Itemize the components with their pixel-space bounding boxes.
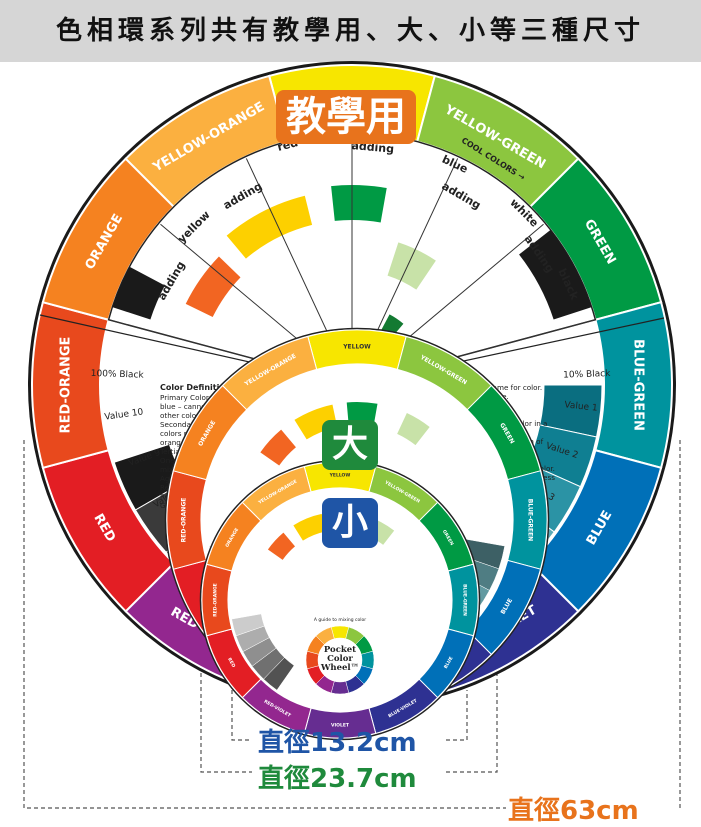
large-wheel-mix-swatch (397, 413, 430, 446)
large-badge: 大 (322, 420, 378, 470)
teaching-segment-label: BLUE-GREEN (631, 339, 646, 431)
large-wheel-segment-label: BLUE-GREEN (527, 499, 534, 541)
large-wheel-mix-swatch (260, 429, 296, 466)
page-title: 色相環系列共有教學用、大、小等三種尺寸 (55, 16, 645, 46)
dimension-guides (23, 440, 681, 809)
large-wheel-segment-label: RED-ORANGE (181, 498, 188, 543)
teaching-segment-label: RED-ORANGE (59, 337, 74, 434)
small-center-title: Wheel™ (320, 663, 359, 673)
definitions-title: Color Definitions: (160, 383, 239, 392)
teaching-badge: 教學用 (276, 90, 416, 144)
small-center-title: Pocket (324, 645, 356, 655)
small-wheel-mix-swatch (267, 532, 296, 560)
black-band-left (112, 266, 165, 320)
small-wheel-segment-label: YELLOW (329, 473, 351, 479)
value-label: Value 1 (564, 400, 598, 413)
small-center-disc (318, 638, 362, 682)
small-wheel-segment-label: RED (226, 657, 236, 669)
large-dimension-line-right (446, 610, 498, 773)
small-center-guide: A guide to mixing color (314, 617, 366, 623)
small-wheel-value (231, 613, 265, 637)
large-dimension-line (200, 610, 252, 773)
definition-line: other colors. (160, 411, 205, 420)
mix-swatch (387, 242, 436, 290)
teaching-diameter-label: 直徑63cm (508, 796, 639, 826)
large-wheel-segment-label: YELLOW (342, 344, 371, 351)
header-bar: 色相環系列共有教學用、大、小等三種尺寸 (0, 0, 701, 62)
small-diameter-label: 直徑13.2cm (258, 728, 417, 758)
mix-swatch (226, 195, 313, 259)
small-wheel-mix-swatch (293, 513, 326, 541)
small-wheel-segment-label: VIOLET (331, 723, 350, 729)
teaching-dimension-line (23, 440, 506, 809)
small-wheel-segment-label: BLUE-GREEN (462, 584, 468, 616)
small-center-title: Color (327, 654, 353, 664)
small-badge: 小 (322, 498, 378, 548)
small-wheel: YELLOWYELLOW-GREENGREENBLUE-GREENBLUEBLU… (199, 459, 481, 741)
small-dimension-line-right (446, 690, 468, 741)
mix-swatch (185, 256, 241, 318)
large-diameter-label: 直徑23.7cm (258, 764, 417, 794)
small-wheel-segment-label: RED-ORANGE (213, 583, 219, 617)
mix-swatch (331, 184, 387, 223)
value-label: 10% Black (563, 369, 611, 381)
black-band-right (519, 229, 592, 320)
value-label: 100% Black (91, 369, 145, 381)
large-wheel-mix-swatch (294, 404, 338, 440)
small-dimension-line (231, 690, 252, 741)
small-wheel-segment-label: BLUE (443, 656, 455, 670)
